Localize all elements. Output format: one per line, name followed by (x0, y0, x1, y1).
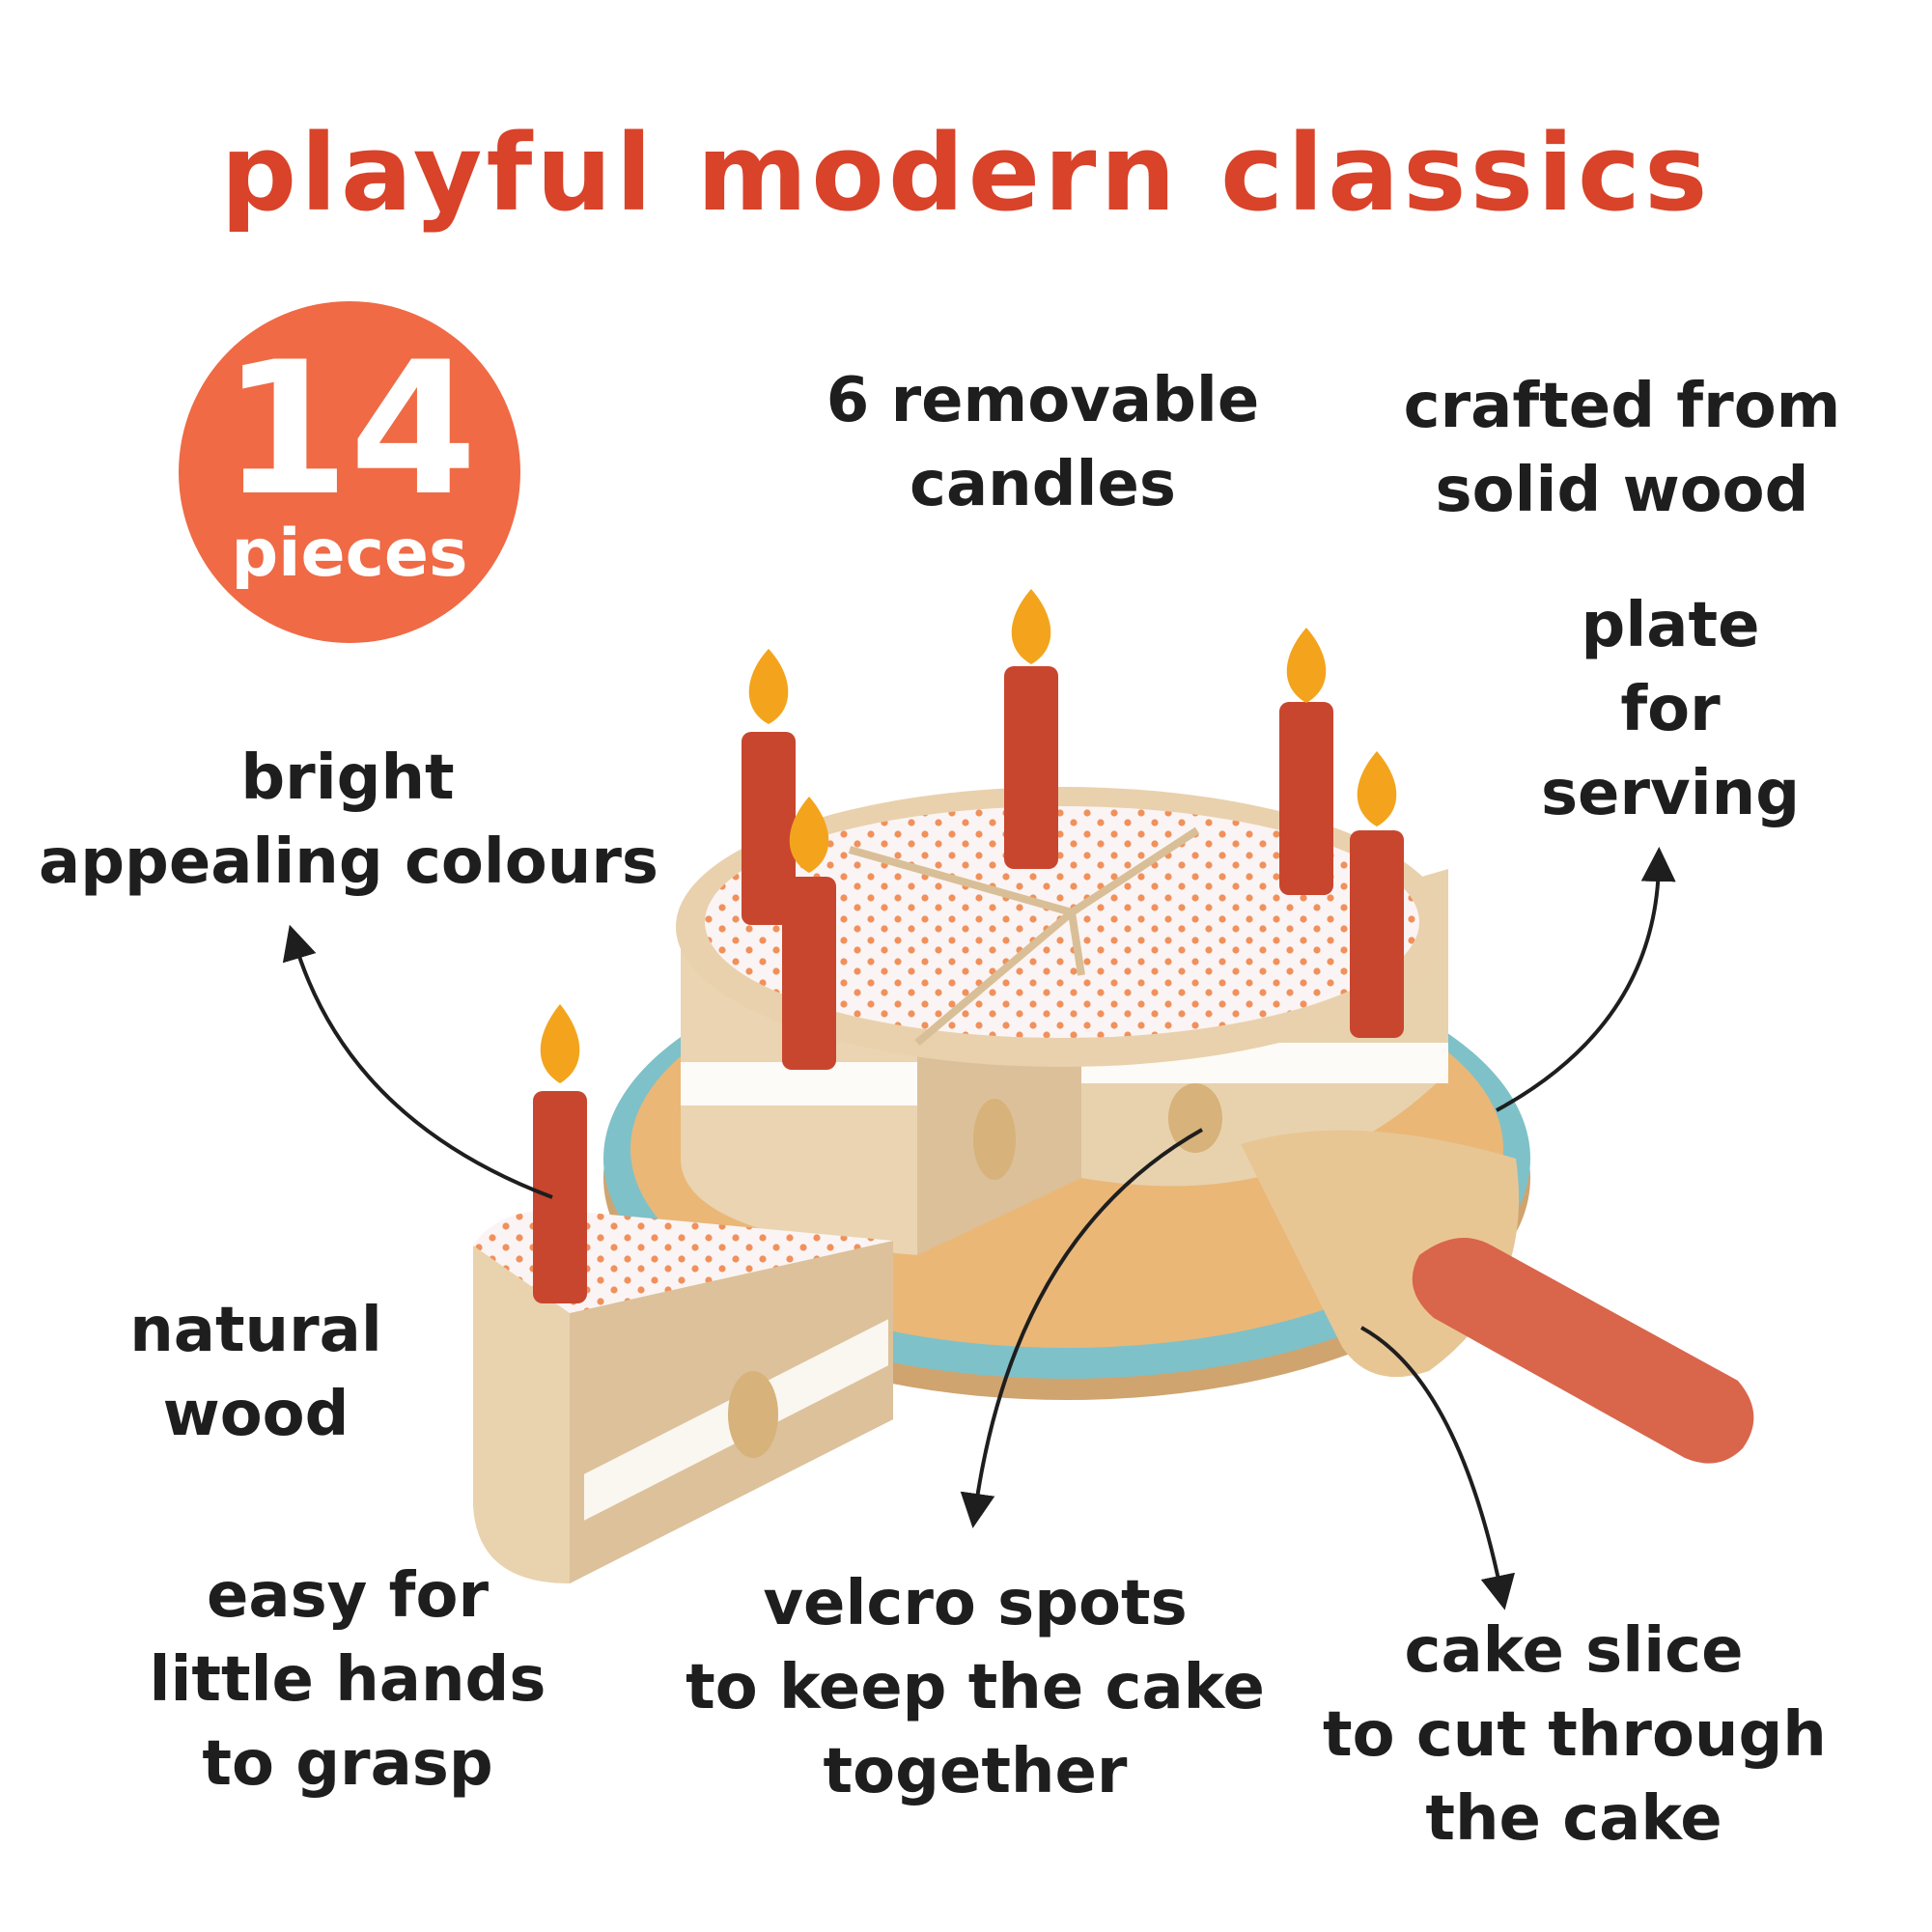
velcro-spot (973, 1099, 1016, 1180)
arrow-serving-plate (1496, 847, 1676, 1112)
label-natural-wood: natural wood (129, 1295, 382, 1450)
label-removable-candles: 6 removable candles (826, 365, 1260, 520)
cake-candles (742, 589, 1404, 1070)
arrow-velcro-spots (960, 1128, 1203, 1528)
pieces-count: 14 (221, 322, 478, 536)
cake-server (1241, 1130, 1754, 1464)
arrow-bright-colours (282, 924, 553, 1199)
label-velcro-spots: velcro spots to keep the cake together (686, 1568, 1265, 1807)
pieces-badge: 14 pieces (179, 301, 520, 643)
velcro-spot (1168, 1083, 1222, 1153)
label-bright-colours: bright appealing colours (39, 742, 658, 898)
pieces-unit: pieces (231, 516, 468, 592)
headline: playful modern classics (220, 111, 1712, 235)
label-easy-grasp: easy for little hands to grasp (149, 1560, 546, 1800)
cake (676, 787, 1448, 1255)
arrow-cake-slice (1360, 1326, 1516, 1610)
velcro-spot (728, 1371, 778, 1458)
cake-slice-piece (473, 1004, 893, 1583)
label-solid-wood: crafted from solid wood (1403, 371, 1841, 526)
label-serving-plate: plate for serving (1540, 590, 1801, 829)
label-cake-slice: cake slice to cut through the cake (1323, 1615, 1827, 1855)
